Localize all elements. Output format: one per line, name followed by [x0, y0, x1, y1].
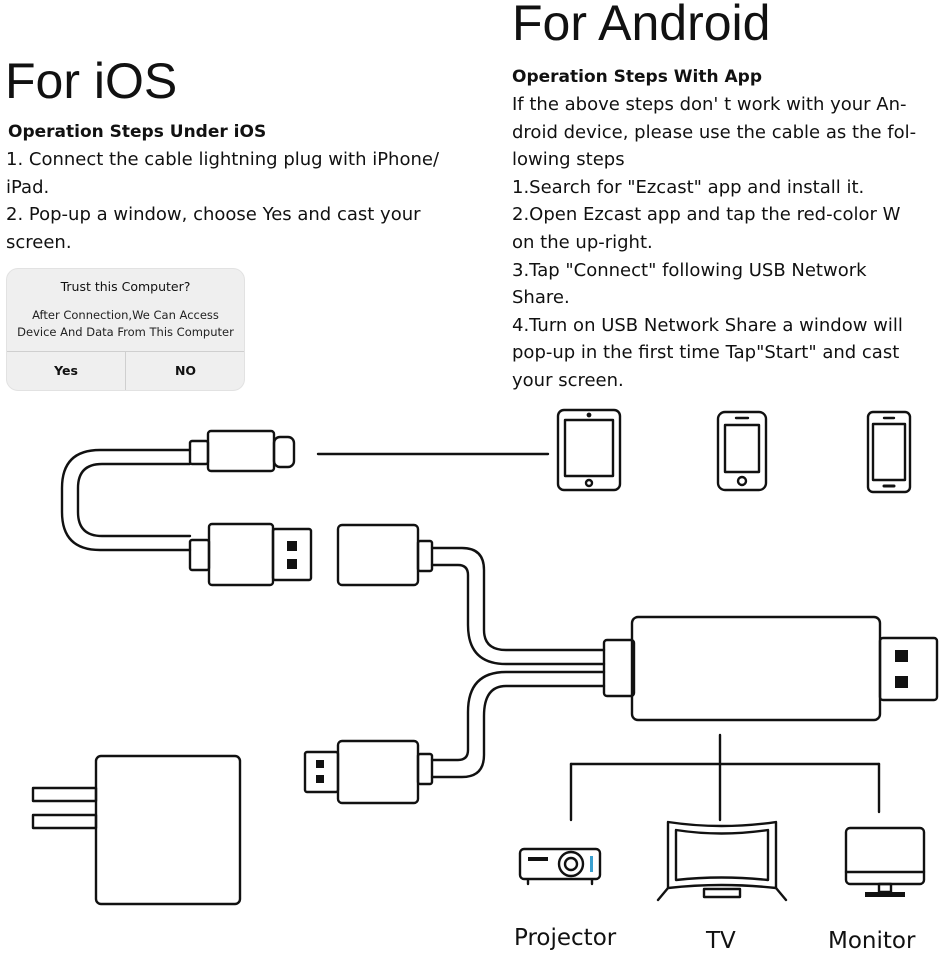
dialog-message-line: Device And Data From This Computer: [17, 325, 234, 339]
hdmi-adapter-icon: [602, 615, 939, 722]
android-step-line: Share.: [512, 287, 570, 309]
trust-computer-dialog: Trust this Computer? After Connection,We…: [6, 268, 245, 391]
dialog-message: After Connection,We Can Access Device An…: [7, 307, 244, 341]
ios-step-line: iPad.: [6, 176, 50, 198]
output-connector-lines: [569, 733, 881, 822]
tv-icon: [656, 820, 788, 902]
android-step-line: lowing steps: [512, 149, 625, 171]
ios-step-line: screen.: [6, 231, 72, 253]
ios-step-line: 2. Pop-up a window, choose Yes and cast …: [6, 204, 421, 226]
android-step-line: pop-up in the first time Tap"Start" and …: [512, 342, 900, 364]
wall-charger-icon: [31, 754, 242, 906]
dialog-title: Trust this Computer?: [60, 279, 191, 294]
lightning-plug-icon: [188, 429, 296, 473]
usb-socket-icon: [336, 523, 434, 587]
tablet-icon: [556, 408, 622, 492]
android-step-line: 1.Search for "Ezcast" app and install it…: [512, 176, 865, 198]
android-step-line: your screen.: [512, 369, 624, 391]
android-steps-heading: Operation Steps With App: [512, 67, 762, 87]
y-cable-left: [60, 448, 192, 552]
android-steps-text: If the above steps don' t work with your…: [512, 91, 916, 395]
android-step-line: 4.Turn on USB Network Share a window wil…: [512, 314, 903, 336]
dialog-button-divider: [125, 351, 126, 390]
ios-steps-heading: Operation Steps Under iOS: [8, 122, 267, 142]
dialog-message-line: After Connection,We Can Access: [32, 308, 219, 322]
tv-label: TV: [706, 928, 736, 954]
ios-steps-text: 1. Connect the cable lightning plug with…: [6, 146, 439, 256]
yes-button[interactable]: Yes: [54, 363, 78, 378]
monitor-label: Monitor: [828, 928, 916, 954]
android-title: For Android: [512, 0, 771, 51]
phone-icon: [716, 410, 768, 492]
upper-cable: [430, 546, 606, 666]
projector-icon: [518, 847, 602, 886]
small-usb-plug-icon: [303, 739, 434, 805]
lower-cable: [430, 670, 606, 779]
smartphone-icon: [866, 410, 912, 494]
android-step-line: on the up-right.: [512, 231, 653, 253]
android-step-line: 3.Tap "Connect" following USB Network: [512, 259, 867, 281]
ios-title: For iOS: [5, 53, 178, 109]
monitor-icon: [844, 826, 926, 897]
android-step-line: 2.Open Ezcast app and tap the red-color …: [512, 204, 901, 226]
android-step-line: droid device, please use the cable as th…: [512, 121, 917, 143]
usb-plug-icon: [188, 522, 313, 587]
no-button[interactable]: NO: [174, 363, 197, 378]
projector-label: Projector: [514, 925, 617, 951]
android-step-line: If the above steps don' t work with your…: [512, 94, 907, 115]
ios-step-line: 1. Connect the cable lightning plug with…: [6, 149, 440, 170]
